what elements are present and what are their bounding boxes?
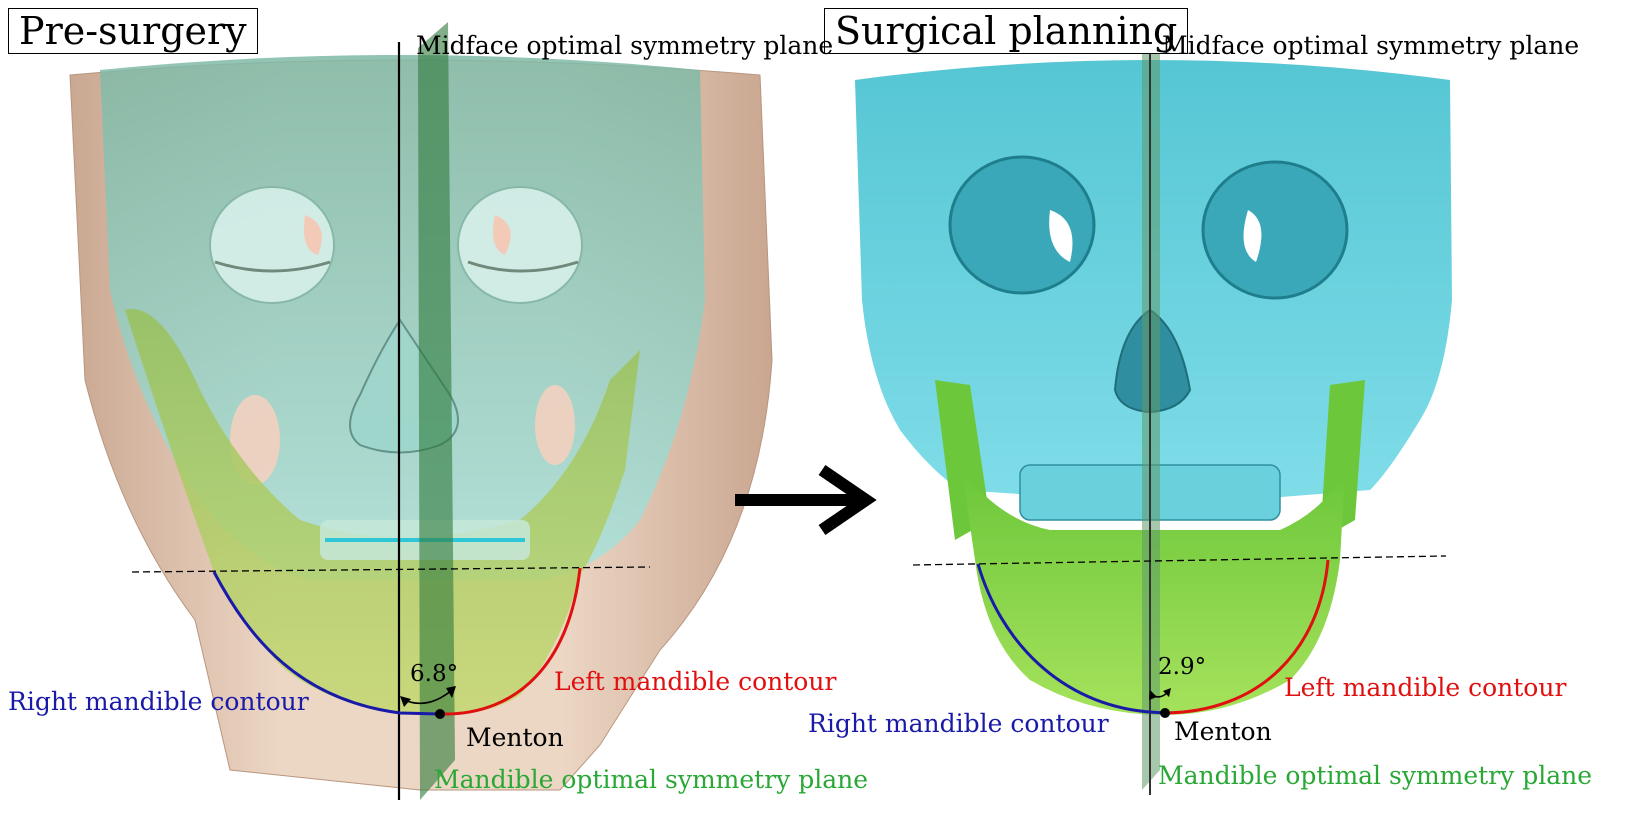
label-midface-plane-pre: Midface optimal symmetry plane [416,31,834,60]
panel-title-pre-surgery: Pre-surgery [8,8,258,54]
mandible-pre [125,309,640,715]
orbit-left-hole [1243,210,1262,262]
angle-arrowhead-left-pre [400,696,411,707]
angle-arrowhead-right-pre [446,686,456,698]
panel-title-surgical-planning: Surgical planning [824,8,1189,54]
panel-surgical-planning [855,35,1452,795]
eyelid-left [467,260,579,273]
menton-point-pre [435,709,445,719]
label-midface-plane-planning: Midface optimal symmetry plane [1162,31,1580,60]
label-angle-pre: 6.8° [410,661,459,687]
label-right-contour-pre: Right mandible contour [8,687,309,716]
orbit-right-mark [303,215,322,255]
right-mandible-contour-line-planning [976,563,1166,715]
orbit-right-planning [948,155,1096,295]
orbit-right-hole [1049,210,1073,262]
angle-arrowhead-left-planning [1149,690,1157,700]
left-mandible-contour-line-planning [1164,559,1330,715]
menton-point-planning [1160,708,1170,718]
dashed-reference-line-pre [131,566,651,573]
eyelid-right [214,260,331,273]
orbit-left-mark [492,215,511,255]
label-angle-planning: 2.9° [1158,654,1207,680]
label-mandible-plane-planning: Mandible optimal symmetry plane [1158,761,1593,790]
orbit-left [457,186,583,304]
angle-arrowhead-right-planning [1163,688,1171,697]
label-left-contour-pre: Left mandible contour [554,667,837,696]
mandible-symmetry-plane-pre [418,22,455,800]
orbit-left-planning [1201,160,1349,300]
cheek-left [535,385,575,465]
dashed-reference-line-planning [912,555,1447,566]
label-menton-pre: Menton [466,723,564,752]
left-mandible-contour-line-pre [439,567,582,716]
right-arrow-icon [735,465,877,535]
orbit-right [209,186,335,304]
panel-pre-surgery [69,22,773,800]
label-menton-planning: Menton [1174,717,1272,746]
label-right-contour-planning: Right mandible contour [808,709,1109,738]
label-mandible-plane-pre: Mandible optimal symmetry plane [434,765,869,794]
right-mandible-contour-line-pre [212,571,441,716]
label-left-contour-planning: Left mandible contour [1284,673,1567,702]
